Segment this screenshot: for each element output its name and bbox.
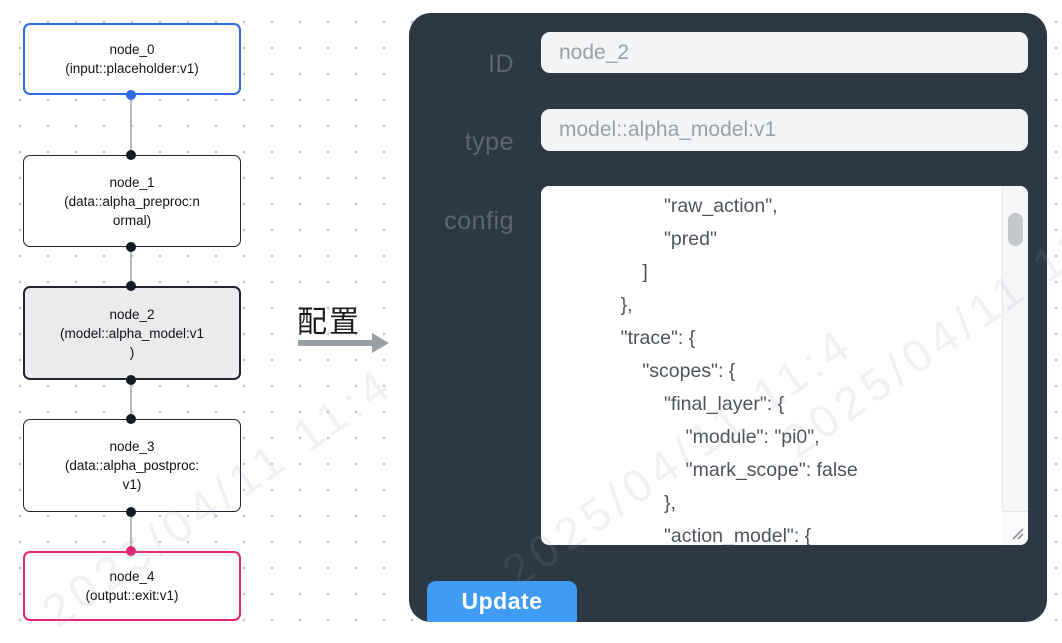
node-subtitle: (output::exit:v1) [85,588,179,603]
configure-label: 配置 [297,306,361,339]
port-node_2-in[interactable] [126,281,136,291]
node-config-panel: ID type config "raw_action", "pred" ] },… [409,13,1047,622]
node-subtitle: (model::alpha_model:v1 [59,325,205,341]
node-subtitle: (data::alpha_postproc: [64,458,200,473]
config-scrollbar-thumb[interactable] [1008,213,1023,246]
node-subtitle: (data::alpha_preproc:n [64,193,200,209]
graph-node-node_2-selected[interactable]: node_2 (model::alpha_model:v1 ) [23,286,241,380]
config-field-label: config [444,207,514,235]
node-subtitle: ormal) [112,212,152,228]
node-subtitle: v1) [122,477,142,492]
arrow-shaft [298,340,374,346]
graph-edge-0-1 [130,95,132,155]
graph-node-node_4[interactable]: node_4 (output::exit:v1) [23,551,241,621]
port-node_4-in[interactable] [126,546,136,556]
config-json-text: "raw_action", "pred" ] }, "trace": { "sc… [620,195,858,545]
port-node_3-out[interactable] [126,507,136,517]
config-scrollbar-track[interactable] [1002,186,1028,545]
id-field-label: ID [488,50,514,78]
node-subtitle: (input::placeholder:v1) [65,61,199,76]
node-title: node_1 [109,174,155,190]
port-node_1-in[interactable] [126,150,136,160]
port-node_3-in[interactable] [126,414,136,424]
node-title: node_4 [109,569,155,584]
port-node_2-out[interactable] [126,375,136,385]
id-input[interactable] [541,32,1028,73]
arrow-right-icon [372,333,389,353]
type-field-label: type [464,128,514,156]
node-title: node_0 [109,42,155,57]
resize-handle-icon[interactable] [1007,523,1025,541]
type-input[interactable] [541,109,1028,151]
node-subtitle: ) [129,344,135,360]
graph-edge-3-4 [130,512,132,551]
config-textarea[interactable]: "raw_action", "pred" ] }, "trace": { "sc… [541,186,1028,545]
update-button[interactable]: Update [427,581,577,622]
graph-node-node_1[interactable]: node_1 (data::alpha_preproc:n ormal) [23,155,241,247]
graph-node-node_3[interactable]: node_3 (data::alpha_postproc: v1) [23,419,241,512]
node-title: node_2 [109,306,155,322]
scrollbar-corner [1002,511,1028,545]
port-node_1-out[interactable] [126,242,136,252]
node-title: node_3 [109,439,155,454]
graph-edge-2-3 [130,380,132,419]
port-node_0-out[interactable] [126,90,136,100]
graph-node-node_0[interactable]: node_0 (input::placeholder:v1) [23,23,241,95]
graph-edge-1-2 [130,247,132,286]
